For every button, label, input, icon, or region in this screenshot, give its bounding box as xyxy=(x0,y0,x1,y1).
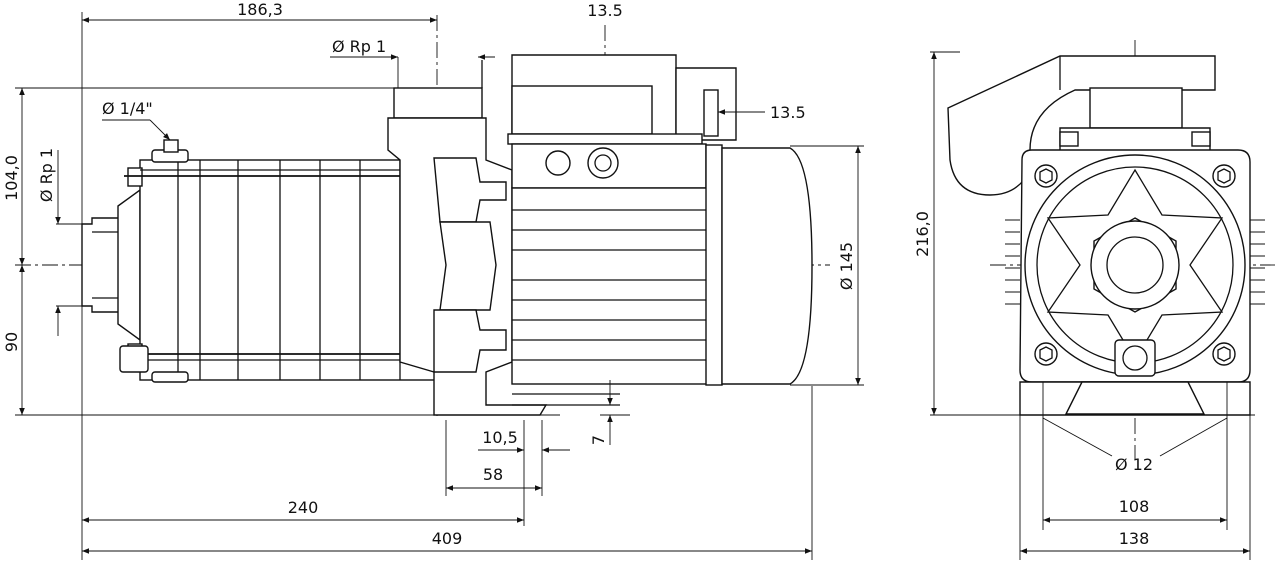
front-view: 216,0 Ø 12 108 138 xyxy=(913,40,1275,560)
dim-base-width: 138 xyxy=(1119,529,1150,548)
dim-total-height: 216,0 xyxy=(913,211,932,257)
dim-total-length: 409 xyxy=(432,529,463,548)
dim-foot-width: 10,5 xyxy=(482,428,518,447)
drain-plug xyxy=(1114,339,1156,377)
dim-height-upper: 104,0 xyxy=(2,155,21,201)
pump-stages xyxy=(119,139,436,383)
dim-height-lower: 90 xyxy=(2,332,21,352)
front-dimensions: 216,0 Ø 12 108 138 xyxy=(913,52,1251,560)
cable-gland-right xyxy=(587,147,619,179)
dim-motor-diameter: Ø 145 xyxy=(837,242,856,290)
dim-hole-spacing: 108 xyxy=(1119,497,1150,516)
dim-suction-port: Ø Rp 1 xyxy=(332,37,386,56)
cable-gland-left xyxy=(545,150,571,176)
dim-terminal-top: 13.5 xyxy=(587,1,623,20)
discharge-head xyxy=(387,60,548,416)
side-view: 186,3 Ø Rp 1 Ø 1/4" 104,0 Ø Rp 1 xyxy=(2,0,864,560)
corner-bolts xyxy=(1034,164,1236,366)
side-dimensions: 186,3 Ø Rp 1 Ø 1/4" 104,0 Ø Rp 1 xyxy=(2,0,864,560)
terminal-box xyxy=(507,54,737,189)
dim-top-length: 186,3 xyxy=(237,0,283,19)
dim-hole-diameter: Ø 12 xyxy=(1115,455,1153,474)
dim-foot-offset: 7 xyxy=(589,435,608,445)
dim-discharge-port: Ø Rp 1 xyxy=(37,148,56,202)
fan-cover xyxy=(721,147,813,385)
inlet-bore xyxy=(1106,236,1164,294)
discharge-port-front xyxy=(1089,87,1183,129)
dim-foot-span: 58 xyxy=(483,465,503,484)
dim-terminal-side: 13.5 xyxy=(770,103,806,122)
suction-flange xyxy=(81,188,141,342)
cooling-fins xyxy=(1005,219,1265,305)
dim-length-to-foot: 240 xyxy=(288,498,319,517)
dim-vent-port: Ø 1/4" xyxy=(102,99,153,118)
motor xyxy=(511,144,813,406)
